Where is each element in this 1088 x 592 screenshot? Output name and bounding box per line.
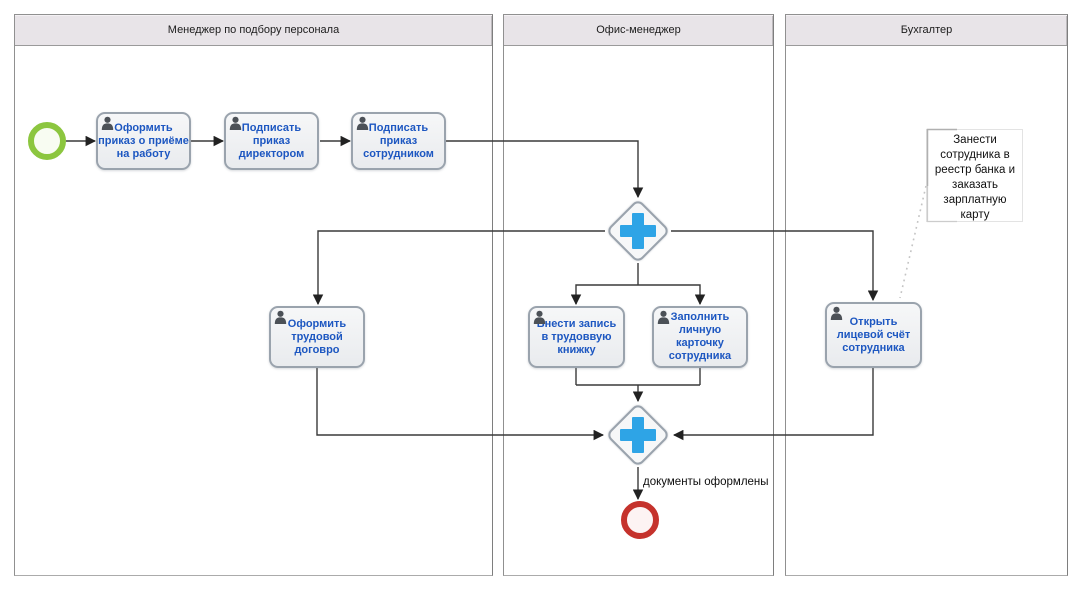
user-icon <box>830 306 843 320</box>
lane-accountant: Бухгалтер <box>785 14 1068 576</box>
task-label: Открыть лицевой счёт сотрудника <box>836 315 911 354</box>
lane-office-manager: Офис-менеджер <box>503 14 774 576</box>
lane-title: Офис-менеджер <box>596 24 681 36</box>
task-work-record[interactable]: Внести запись в трудоввую книжку <box>528 306 625 368</box>
task-label: Оформить приказ о приёме на работу <box>98 121 189 160</box>
task-sign-employee[interactable]: Подписать приказ сотрудником <box>351 112 446 170</box>
user-icon <box>101 116 114 130</box>
user-icon <box>657 310 670 324</box>
start-event[interactable] <box>28 122 66 160</box>
task-label: Оформить трудовой договро <box>287 317 347 356</box>
user-icon <box>274 310 287 324</box>
task-open-account[interactable]: Открыть лицевой счёт сотрудника <box>825 302 922 368</box>
text-annotation[interactable]: Занести сотрудника в реестр банка и зака… <box>934 134 1016 221</box>
task-create-order[interactable]: Оформить приказ о приёме на работу <box>96 112 191 170</box>
task-label: Заполнить личную карточку сотрудника <box>668 311 732 362</box>
parallel-gateway-split[interactable] <box>605 198 671 264</box>
lane-hr-manager-header[interactable]: Менеджер по подбору персонала <box>15 15 492 46</box>
end-event[interactable] <box>621 501 659 539</box>
task-labor-contract[interactable]: Оформить трудовой договро <box>269 306 365 368</box>
task-personal-card[interactable]: Заполнить личную карточку сотрудника <box>652 306 748 368</box>
lane-accountant-header[interactable]: Бухгалтер <box>786 15 1067 46</box>
parallel-plus-icon <box>632 417 644 453</box>
task-label: Подписать приказ директором <box>238 121 305 160</box>
parallel-plus-icon <box>632 213 644 249</box>
task-sign-director[interactable]: Подписать приказ директором <box>224 112 319 170</box>
lane-title: Менеджер по подбору персонала <box>167 24 340 36</box>
user-icon <box>229 116 242 130</box>
user-icon <box>533 310 546 324</box>
task-label: Подписать приказ сотрудником <box>363 121 434 160</box>
lane-hr-manager: Менеджер по подбору персонала <box>14 14 493 576</box>
end-flow-label: документы оформлены <box>643 476 769 488</box>
lane-title: Бухгалтер <box>900 24 953 36</box>
user-icon <box>356 116 369 130</box>
lane-office-manager-header[interactable]: Офис-менеджер <box>504 15 773 46</box>
parallel-gateway-join[interactable] <box>605 402 671 468</box>
task-label: Внести запись в трудоввую книжку <box>536 317 617 356</box>
